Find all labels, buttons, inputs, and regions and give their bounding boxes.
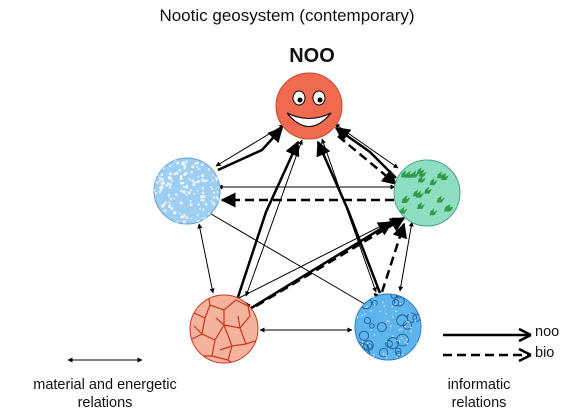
diagram-title: Nootic geosystem (contemporary) (159, 6, 415, 25)
bio-node (393, 159, 461, 227)
bio-relation-line (337, 135, 398, 185)
noo-relation-line (236, 140, 300, 298)
noo-node (275, 72, 343, 140)
noo-relation-line (334, 126, 397, 179)
cracked-node (189, 294, 259, 364)
relation-lines (197, 123, 414, 333)
crack-icon (190, 295, 258, 363)
noo-relation-line (217, 126, 284, 172)
legend-material-label: material and energetic relations (5, 376, 205, 412)
bio-relation-line (255, 216, 406, 308)
noo-label: NOO (289, 45, 335, 67)
material-relation-arrow (205, 210, 369, 307)
legend-informatic-label: informatic relations (438, 376, 520, 412)
material-relation-arrow (398, 221, 414, 292)
speckled-node (153, 157, 221, 225)
noo-relation-line (316, 140, 382, 294)
legend-bio-line (443, 347, 532, 363)
material-relation-arrow (215, 124, 285, 167)
face-icon (286, 90, 332, 127)
bubble-icon (355, 294, 421, 360)
material-relation-arrow (334, 123, 399, 169)
legend-noo-line (443, 327, 532, 343)
material-relation-arrow (245, 139, 303, 297)
material-relation-arrow (197, 223, 215, 294)
legend-noo-key: noo (535, 324, 560, 340)
legend-informatic-line1: informatic (447, 377, 511, 393)
legend-material-line2: relations (77, 395, 133, 411)
bubbled-node (354, 293, 422, 361)
legend-bio-key: bio (535, 345, 555, 361)
legend-informatic-line2: relations (451, 395, 507, 411)
bio-relation-line (380, 222, 407, 293)
legend-material-line1: material and energetic (33, 377, 177, 393)
